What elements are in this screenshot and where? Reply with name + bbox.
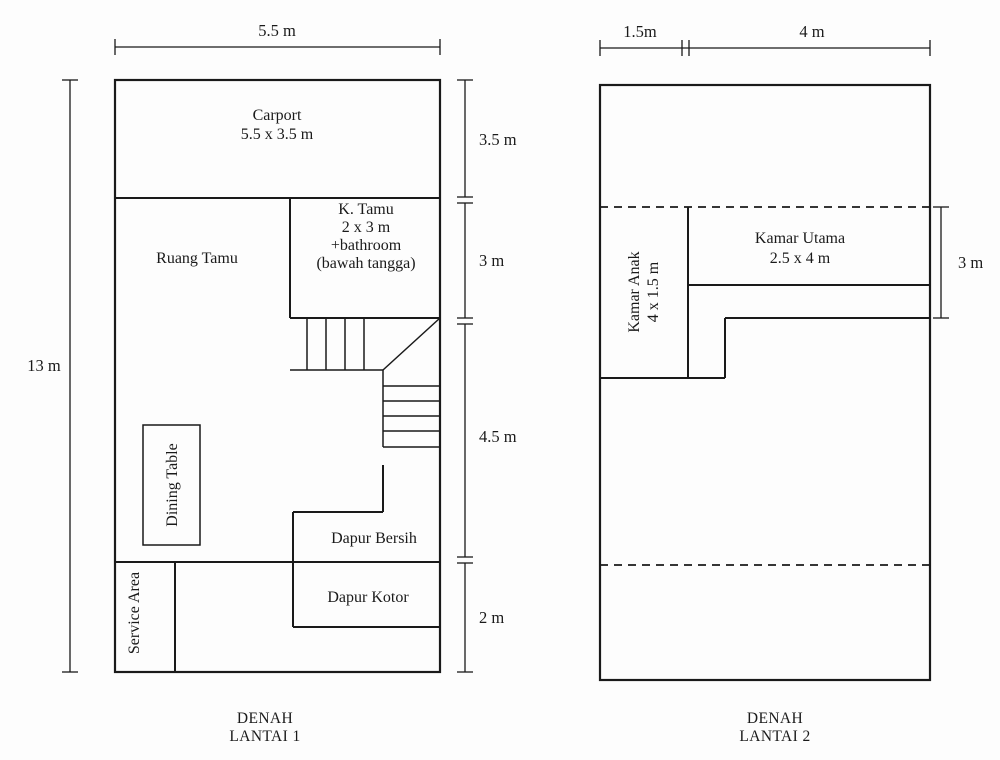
floor1-outer-wall	[113, 78, 442, 674]
floor2-title-line2: LANTAI 2	[739, 728, 810, 745]
dimension-label-carport-depth: 3.5 m	[479, 130, 517, 149]
room-label-kamar-utama-size: 2.5 x 4 m	[770, 250, 831, 267]
floor2-title: DENAH LANTAI 2	[739, 710, 810, 745]
floor1-title-line1: DENAH	[237, 710, 293, 727]
floor2-plan: 1.5m 4 m 3 m Kamar Anak 4 x 1.5 m Kamar …	[598, 22, 983, 745]
dimension-label-height: 13 m	[27, 356, 61, 375]
dining-table-label-group: Dining Table	[164, 443, 181, 526]
room-label-kamar-anak: Kamar Anak	[626, 251, 643, 332]
room-label-service-area: Service Area	[126, 572, 143, 654]
room-label-kamar-utama: Kamar Utama	[755, 230, 845, 247]
floor1-plan: 5.5 m 13 m 3.5 m 3 m 4.5 m 2 m	[27, 21, 516, 745]
room-label-carport: Carport	[253, 107, 302, 124]
floor2-title-line1: DENAH	[747, 710, 803, 727]
room-label-k-tamu-size: 2 x 3 m	[342, 219, 391, 236]
floor1-dimensions: 5.5 m 13 m 3.5 m 3 m 4.5 m 2 m	[27, 21, 517, 673]
floor1-walls	[113, 78, 442, 674]
dimension-label-left-width: 1.5m	[623, 22, 657, 41]
dining-table-label: Dining Table	[164, 443, 181, 526]
floor1-room-labels: Carport 5.5 x 3.5 m Ruang Tamu K. Tamu 2…	[126, 107, 417, 654]
floor1-title-line2: LANTAI 1	[229, 728, 300, 745]
floor1-title: DENAH LANTAI 1	[229, 710, 300, 745]
room-label-k-tamu: K. Tamu	[338, 201, 393, 218]
room-label-carport-size: 5.5 x 3.5 m	[241, 126, 314, 143]
dimension-label-right-width: 4 m	[799, 22, 824, 41]
room-label-k-tamu-bathroom: +bathroom	[331, 237, 402, 254]
floor2-room-labels: Kamar Anak 4 x 1.5 m Kamar Utama 2.5 x 4…	[626, 230, 845, 333]
room-label-ruang-tamu: Ruang Tamu	[156, 250, 238, 267]
dimension-label-width: 5.5 m	[258, 21, 296, 40]
dining-table	[142, 424, 201, 546]
floor2-outer-wall	[598, 83, 932, 682]
floor2-walls	[598, 83, 932, 682]
room-label-k-tamu-note: (bawah tangga)	[316, 255, 415, 272]
room-label-dapur-kotor: Dapur Kotor	[327, 589, 409, 606]
stair-diagonal-line	[382, 317, 441, 371]
service-area-label-group: Service Area	[126, 572, 143, 654]
room-label-dapur-bersih: Dapur Bersih	[331, 530, 417, 547]
kamar-anak-label-group: Kamar Anak 4 x 1.5 m	[626, 251, 662, 332]
dimension-label-bottom-depth: 2 m	[479, 608, 504, 627]
stairs	[290, 317, 441, 448]
room-label-kamar-anak-size: 4 x 1.5 m	[645, 261, 662, 322]
floor2-dimensions: 1.5m 4 m 3 m	[599, 22, 983, 319]
dimension-label-ktamu-depth: 3 m	[479, 251, 504, 270]
dimension-label-kamar-depth: 3 m	[958, 253, 983, 272]
dimension-label-middle-depth: 4.5 m	[479, 427, 517, 446]
